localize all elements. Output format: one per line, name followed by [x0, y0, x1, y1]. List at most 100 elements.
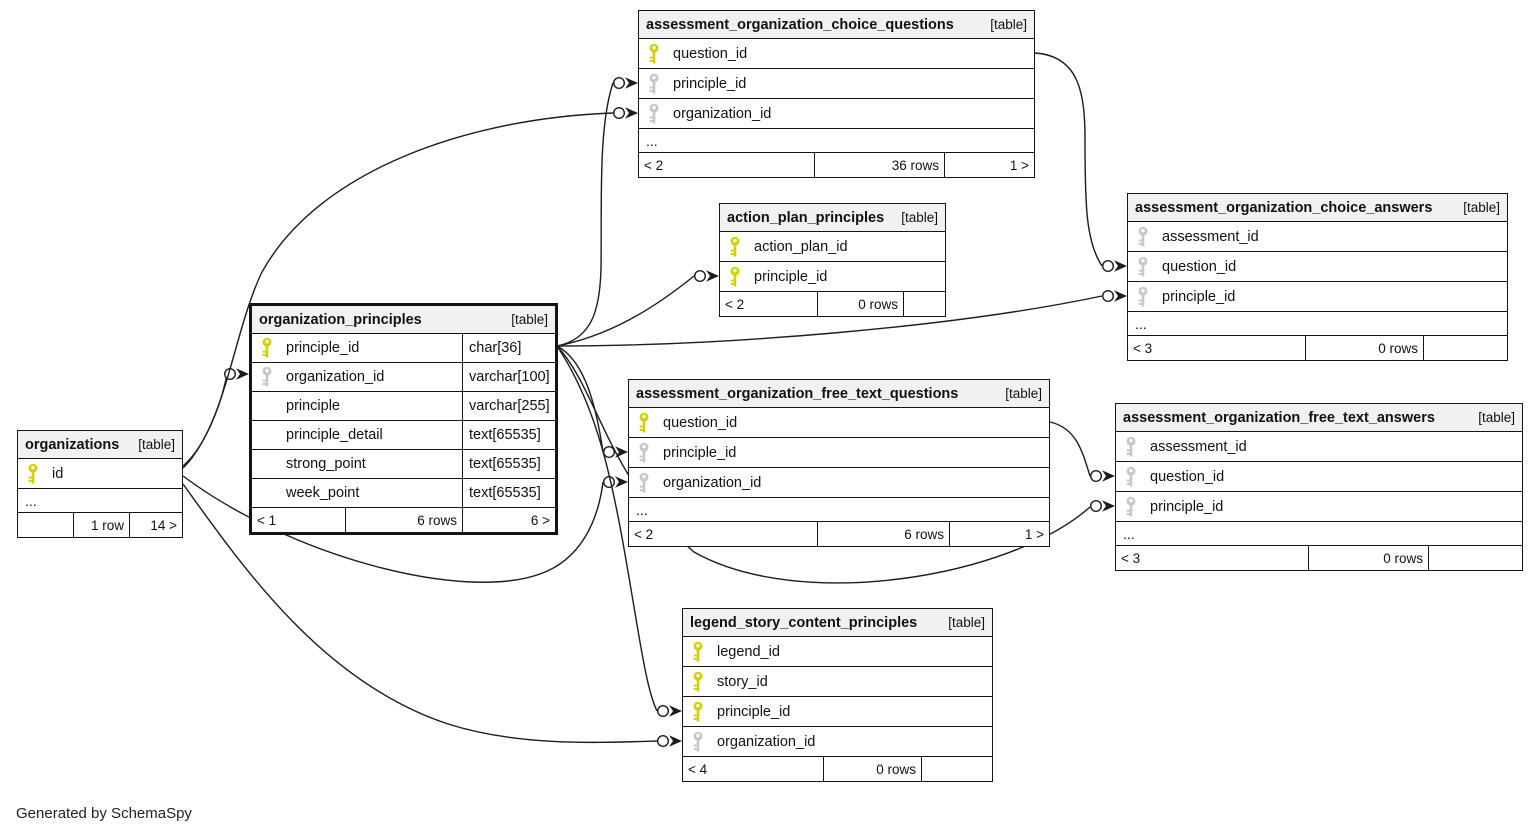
table-organizations[interactable]: organizations [table] id... 1 row 14 >	[17, 430, 183, 538]
relationship-edge-organization_principles.principle_id-to-assessment_organization_choice_answers.principle_id	[556, 290, 1127, 347]
crow-foot-arrow-marker	[706, 270, 719, 282]
column-row-question_id: question_id	[1128, 252, 1507, 282]
primary-key-icon	[692, 641, 704, 663]
column-row-question_id: question_id	[1116, 462, 1522, 492]
table-header: assessment_organization_choice_questions…	[639, 11, 1034, 39]
column-rows: id...	[18, 459, 182, 513]
table-type-tag: [table]	[1478, 410, 1515, 425]
column-rows: question_id principle_id organization_id..…	[639, 39, 1034, 153]
crow-foot-arrow-marker	[1102, 470, 1115, 482]
zero-or-one-circle-marker	[613, 76, 626, 89]
relationship-edge-organization_principles.principle_id-to-assessment_organization_free_text_answers.principle_id	[556, 345, 1115, 584]
column-name: organization_id	[663, 474, 762, 491]
table-assessment-organization-choice-questions[interactable]: assessment_organization_choice_questions…	[638, 10, 1035, 178]
zero-or-one-circle-marker	[1089, 500, 1102, 513]
footer-parents: < 2	[644, 157, 664, 173]
footer-children	[1428, 546, 1522, 570]
relationship-edge-organizations.id-to-organization_principles.organization_id	[182, 368, 249, 469]
column-name: action_plan_id	[754, 238, 848, 255]
footer-children	[1423, 336, 1507, 360]
footer-rowcount: 0 rows	[817, 292, 903, 316]
column-name: principle_id	[286, 340, 360, 356]
zero-or-one-circle-marker	[1101, 260, 1114, 273]
column-row-assessment_id: assessment_id	[1128, 222, 1507, 252]
crow-foot-arrow-marker	[669, 705, 682, 717]
table-assessment-organization-free-text-questions[interactable]: assessment_organization_free_text_questi…	[628, 379, 1050, 547]
foreign-key-icon	[638, 472, 650, 494]
footer-rowcount: 36 rows	[814, 153, 944, 177]
footer-parents: < 4	[688, 761, 708, 777]
footer-parents: < 2	[634, 526, 654, 542]
table-name: assessment_organization_choice_questions	[646, 16, 954, 33]
column-name: principle_id	[673, 75, 747, 92]
table-footer: < 2 36 rows 1 >	[639, 153, 1034, 177]
column-row-question_id: question_id	[639, 39, 1034, 69]
crow-foot-arrow-marker	[236, 368, 249, 380]
table-action-plan-principles[interactable]: action_plan_principles [table] action_pl…	[719, 203, 946, 317]
zero-or-one-circle-marker	[657, 705, 670, 718]
column-type: char[36]	[462, 334, 555, 362]
foreign-key-icon	[638, 442, 650, 464]
table-legend-story-content-principles[interactable]: legend_story_content_principles [table] …	[682, 608, 993, 782]
table-name: organizations	[25, 436, 120, 453]
column-type: text[65535]	[462, 479, 555, 507]
relationship-edge-assessment_organization_choice_questions.question_id-to-assessment_organization_choice_answers.question_id	[1034, 52, 1127, 273]
zero-or-one-circle-marker	[603, 476, 616, 489]
foreign-key-icon	[1125, 466, 1137, 488]
column-row-principle_id: principle_id	[1116, 492, 1522, 522]
column-row-week_point: week_point text[65535]	[252, 479, 555, 508]
table-type-tag: [table]	[138, 437, 175, 452]
primary-key-icon	[729, 266, 741, 288]
table-type-tag: [table]	[511, 312, 548, 327]
footer-children	[921, 757, 992, 781]
column-type: text[65535]	[462, 450, 555, 478]
crow-foot-arrow-marker	[1114, 290, 1127, 302]
column-name: question_id	[673, 45, 748, 62]
crow-foot-arrow-marker	[625, 77, 638, 89]
foreign-key-icon	[1137, 286, 1149, 308]
column-name: id	[52, 465, 64, 482]
table-assessment-organization-free-text-answers[interactable]: assessment_organization_free_text_answer…	[1115, 403, 1523, 571]
footer-rowcount: 6 rows	[345, 508, 462, 532]
table-footer: < 3 0 rows	[1128, 336, 1507, 360]
crow-foot-arrow-marker	[1114, 260, 1127, 272]
column-row-organization_id: organization_id	[639, 99, 1034, 129]
primary-key-icon	[261, 337, 273, 359]
zero-or-one-circle-marker	[1089, 470, 1102, 483]
more-columns-ellipsis: ...	[639, 129, 1034, 153]
column-row-action_plan_id: action_plan_id	[720, 232, 945, 262]
table-header: assessment_organization_free_text_questi…	[629, 380, 1049, 408]
table-header: assessment_organization_free_text_answer…	[1116, 404, 1522, 432]
column-row-principle_id: principle_id	[683, 697, 992, 727]
no-key-spacer	[261, 453, 273, 475]
crow-foot-arrow-marker	[615, 446, 628, 458]
table-assessment-organization-choice-answers[interactable]: assessment_organization_choice_answers […	[1127, 193, 1508, 361]
crow-foot-arrow-marker	[1102, 500, 1115, 512]
table-name: organization_principles	[259, 311, 422, 328]
foreign-key-icon	[1137, 256, 1149, 278]
column-row-principle_id: principle_id	[1128, 282, 1507, 312]
crow-foot-arrow-marker	[615, 476, 628, 488]
column-name: strong_point	[286, 456, 366, 472]
footer-children: 1 >	[949, 522, 1049, 546]
crow-foot-arrow-marker	[625, 107, 638, 119]
column-name: legend_id	[717, 643, 780, 660]
footer-children	[903, 292, 945, 316]
column-row-principle_id: principle_id char[36]	[252, 334, 555, 363]
column-row-story_id: story_id	[683, 667, 992, 697]
column-name: week_point	[286, 485, 360, 501]
footer-parents: < 1	[257, 512, 277, 528]
more-columns-ellipsis: ...	[18, 489, 182, 513]
column-name: story_id	[717, 673, 768, 690]
relationship-edge-organization_principles.principle_id-to-action_plan_principles.principle_id	[556, 270, 719, 347]
column-name: organization_id	[286, 369, 385, 385]
table-type-tag: [table]	[1005, 386, 1042, 401]
table-organization-principles[interactable]: organization_principles [table] principl…	[249, 303, 558, 535]
primary-key-icon	[692, 671, 704, 693]
foreign-key-icon	[1125, 436, 1137, 458]
